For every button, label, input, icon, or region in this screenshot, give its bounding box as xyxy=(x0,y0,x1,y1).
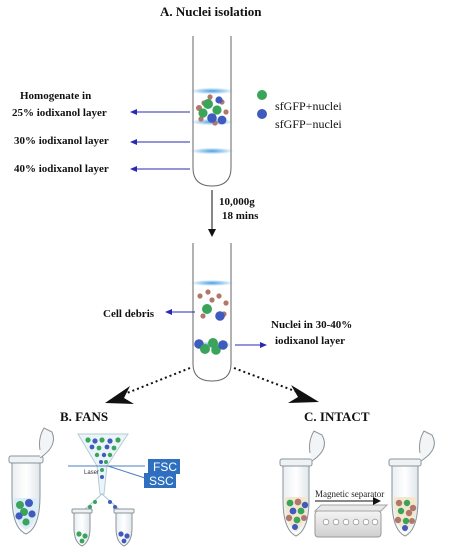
ssc-box xyxy=(144,473,176,488)
spin-speed: 10,000g xyxy=(219,196,255,208)
branch-arrowhead-intact xyxy=(288,385,319,403)
branch-arrow-intact xyxy=(233,367,301,394)
layer-40-label: 40% iodixanol layer xyxy=(14,163,109,175)
laser-label: Laser xyxy=(84,470,99,476)
sorted-tube-green xyxy=(71,508,93,547)
legend-green-dot xyxy=(257,90,267,100)
spin-time: 18 mins xyxy=(222,210,259,222)
homogenate-label-line2: 25% iodixanol layer xyxy=(12,107,107,119)
nuclei-cluster-top xyxy=(196,94,229,126)
cell-debris-label: Cell debris xyxy=(103,308,155,320)
nuclei-cluster-bottom xyxy=(194,338,228,355)
flow-sorter: Laser FSC SSC xyxy=(68,433,180,511)
ssc-label: SSC xyxy=(149,474,174,488)
gradient-tube-after xyxy=(190,243,234,382)
sample-tube-intact-after xyxy=(388,430,435,537)
sorted-tube-blue xyxy=(113,508,135,547)
band-25 xyxy=(190,87,234,95)
legend-gfp-positive: sfGFP+nuclei xyxy=(275,99,342,113)
debris-band xyxy=(190,280,234,286)
legend: sfGFP+nuclei sfGFP−nuclei xyxy=(257,90,342,131)
fans-title: B. FANS xyxy=(60,409,108,424)
legend-blue-dot xyxy=(257,109,267,119)
branch-arrowhead-fans xyxy=(105,386,134,404)
gradient-tube-before xyxy=(190,36,234,187)
cell-debris-cluster xyxy=(197,289,229,321)
branch-arrow-fans xyxy=(121,367,191,396)
nuclei-layer-label-line2: iodixanol layer xyxy=(275,335,345,347)
sample-tube-intact-before xyxy=(279,430,325,537)
homogenate-label-line1: Homogenate in xyxy=(20,90,91,102)
legend-gfp-negative: sfGFP−nuclei xyxy=(275,117,342,131)
fsc-label: FSC xyxy=(153,460,177,474)
sample-tube-fans xyxy=(8,427,54,535)
fsc-box xyxy=(148,459,180,474)
magnetic-separator: Magnetic separator xyxy=(313,489,389,538)
page-title: A. Nuclei isolation xyxy=(160,4,262,19)
nuclei-layer-label-line1: Nuclei in 30-40% xyxy=(271,319,352,331)
intact-title: C. INTACT xyxy=(304,409,370,424)
magnetic-separator-label: Magnetic separator xyxy=(315,489,384,499)
layer-30-label: 30% iodixanol layer xyxy=(14,135,109,147)
band-40 xyxy=(190,147,234,155)
